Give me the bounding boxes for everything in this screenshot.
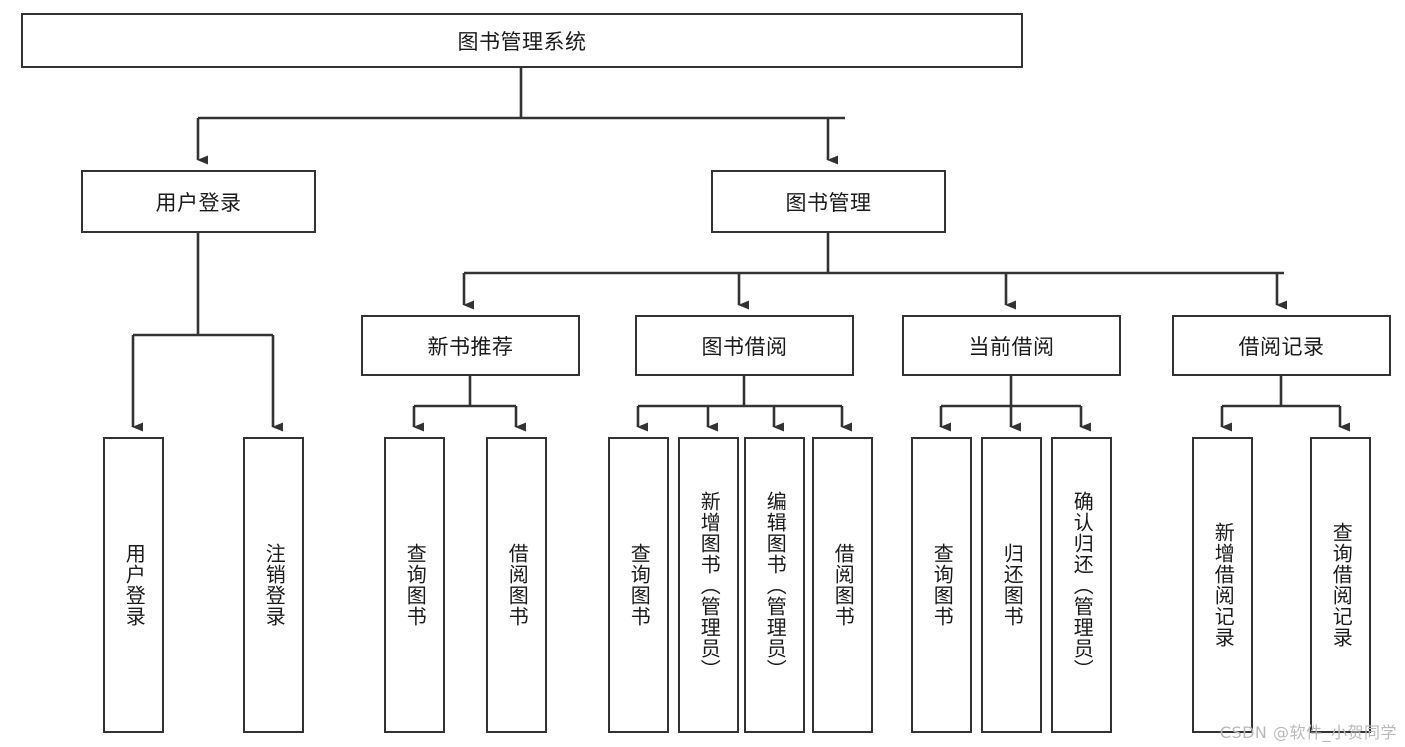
node-leaf-edit-book[interactable]: 编辑图书（管理员）: [744, 437, 805, 733]
node-borrow-record[interactable]: 借阅记录: [1172, 315, 1391, 376]
node-label: 新书推荐: [427, 334, 514, 359]
node-leaf-confirm-return[interactable]: 确认归还（管理员）: [1051, 437, 1112, 733]
node-book-borrow[interactable]: 图书借阅: [635, 315, 854, 376]
node-label: 查询图书: [403, 543, 428, 627]
node-leaf-logout-login[interactable]: 注销登录: [243, 437, 304, 733]
node-leaf-query-record[interactable]: 查询借阅记录: [1310, 437, 1371, 733]
node-leaf-borrow-book-2[interactable]: 借阅图书: [812, 437, 873, 733]
node-label: 借阅图书: [831, 543, 856, 627]
node-label: 借阅记录: [1238, 334, 1325, 359]
node-label: 图书管理: [785, 190, 872, 215]
node-user-login[interactable]: 用户登录: [81, 170, 316, 233]
node-label: 借阅图书: [505, 543, 530, 627]
node-leaf-query-book-1[interactable]: 查询图书: [384, 437, 445, 733]
node-book-manage[interactable]: 图书管理: [711, 170, 946, 233]
node-label: 当前借阅: [968, 334, 1055, 359]
node-current-borrow[interactable]: 当前借阅: [902, 315, 1121, 376]
node-label: 注销登录: [262, 543, 287, 627]
node-label: 用户登录: [155, 190, 242, 215]
node-leaf-add-book[interactable]: 新增图书（管理员）: [678, 437, 739, 733]
node-new-book-recommend[interactable]: 新书推荐: [361, 315, 580, 376]
node-label: 用户登录: [122, 543, 147, 627]
node-label: 查询图书: [930, 543, 955, 627]
node-leaf-query-book-3[interactable]: 查询图书: [911, 437, 972, 733]
node-leaf-return-book[interactable]: 归还图书: [981, 437, 1042, 733]
node-label: 确认归还（管理员）: [1070, 490, 1095, 680]
node-label: 查询图书: [627, 543, 652, 627]
node-leaf-borrow-book-1[interactable]: 借阅图书: [486, 437, 547, 733]
node-label: 查询借阅记录: [1329, 522, 1354, 648]
node-label: 图书借阅: [701, 334, 788, 359]
node-label: 归还图书: [1000, 543, 1025, 627]
node-leaf-query-book-2[interactable]: 查询图书: [608, 437, 669, 733]
node-root-book-management-system[interactable]: 图书管理系统: [21, 13, 1023, 68]
node-label: 新增图书（管理员）: [697, 490, 722, 680]
node-leaf-user-login[interactable]: 用户登录: [103, 437, 164, 733]
node-label: 新增借阅记录: [1211, 522, 1236, 648]
node-leaf-add-record[interactable]: 新增借阅记录: [1192, 437, 1253, 733]
node-label: 编辑图书（管理员）: [763, 490, 788, 680]
node-label: 图书管理系统: [457, 29, 587, 54]
